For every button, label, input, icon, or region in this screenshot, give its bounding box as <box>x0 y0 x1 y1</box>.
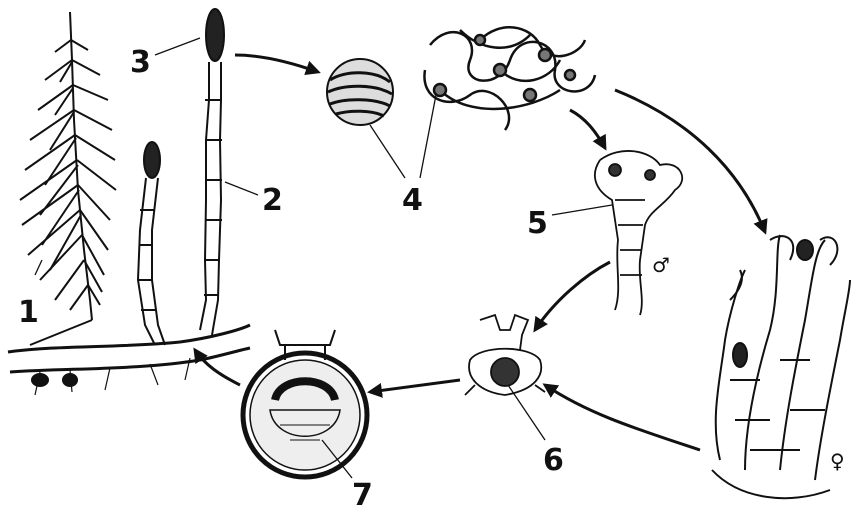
leader-6 <box>508 385 545 440</box>
fertilized-archegonium <box>465 315 545 395</box>
fertile-shoot-tall <box>200 9 224 335</box>
leader-3 <box>155 38 200 55</box>
label-6: 6 <box>543 443 564 478</box>
label-3: 3 <box>130 45 151 80</box>
arrow-zygote-to-embryo <box>370 380 460 392</box>
arrow-spores-to-female <box>615 90 765 232</box>
leader-4b <box>420 95 436 178</box>
embryo-section <box>243 330 367 477</box>
leader-1 <box>35 260 42 275</box>
male-gametophyte <box>595 151 682 315</box>
label-5: 5 <box>527 206 548 241</box>
label-1: 1 <box>18 295 39 330</box>
female-symbol: ♀ <box>830 449 845 473</box>
fertile-shoot-short <box>138 142 165 345</box>
label-2: 2 <box>262 183 283 218</box>
spore-coiled <box>327 59 393 125</box>
label-4: 4 <box>402 183 423 218</box>
arrow-female-to-zygote <box>545 385 700 450</box>
leader-4a <box>370 125 405 178</box>
male-symbol: ♂ <box>652 253 670 277</box>
leader-5 <box>552 205 612 215</box>
vegetative-shoot <box>8 12 250 395</box>
arrow-strobilus-to-spore <box>235 55 318 72</box>
spores-with-elaters <box>424 27 595 130</box>
leader-2 <box>225 182 258 195</box>
arrow-male-to-zygote <box>535 262 610 330</box>
label-7: 7 <box>352 478 373 513</box>
arrow-spores-to-male <box>570 110 605 148</box>
